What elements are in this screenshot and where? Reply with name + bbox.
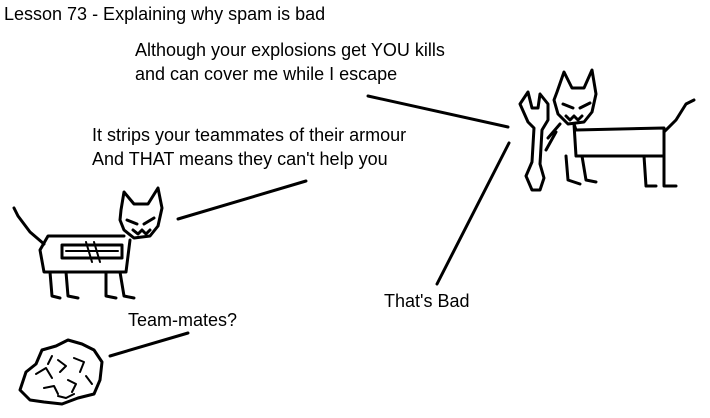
speech-pointer-team-mates <box>108 331 190 358</box>
speech-explosions-line-2: and can cover me while I escape <box>135 64 398 84</box>
speech-explosions-line-1: Although your explosions get YOU kills <box>135 40 445 60</box>
rubble-pile <box>18 338 104 406</box>
speech-pointer-strips <box>176 179 308 221</box>
speech-team-mates: Team-mates? <box>128 310 238 330</box>
comic-title: Lesson 73 - Explaining why spam is bad <box>4 4 326 24</box>
speech-pointer-thats-bad <box>435 141 511 286</box>
speech-strips-line-2: And THAT means they can't help you <box>92 149 388 169</box>
speech-strips-line-1: It strips your teammates of their armour <box>92 125 407 145</box>
left-cat-figure <box>12 186 164 300</box>
speech-thats-bad: That's Bad <box>384 291 470 311</box>
speech-pointer-explosions <box>366 94 510 129</box>
wrench-cat-figure <box>518 68 696 192</box>
